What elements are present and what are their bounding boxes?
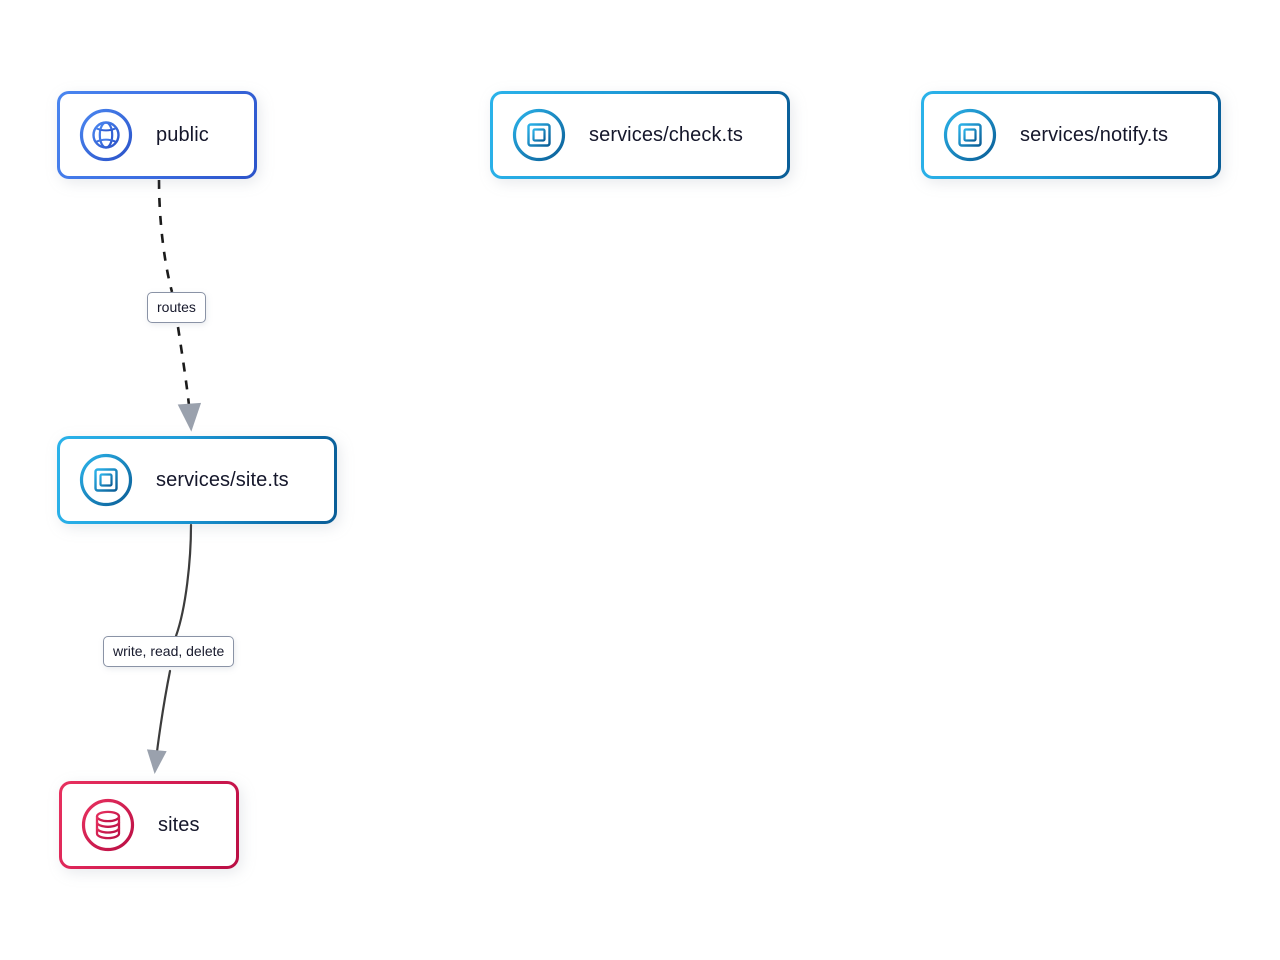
node-services-check-ts[interactable]: services/check.ts [490, 91, 790, 179]
edge-site-to-sites-upper [174, 523, 193, 638]
node-services-check-ts-label: services/check.ts [589, 123, 743, 146]
database-icon [81, 798, 135, 852]
node-services-notify-ts[interactable]: services/notify.ts [921, 91, 1221, 179]
edge-public-to-site-lower [176, 326, 202, 432]
node-sites-database-label: sites [158, 813, 200, 836]
node-sites-database[interactable]: sites [59, 781, 239, 869]
node-services-site-ts-label: services/site.ts [156, 468, 289, 491]
cpu-chip-icon [79, 453, 133, 507]
globe-icon [79, 108, 133, 162]
edge-label-routes: routes [147, 292, 206, 323]
node-services-notify-ts-label: services/notify.ts [1020, 123, 1169, 146]
edge-public-to-site-upper [157, 179, 174, 293]
node-public-label: public [156, 123, 209, 146]
edge-site-to-sites-lower [146, 669, 172, 774]
node-services-site-ts[interactable]: services/site.ts [57, 436, 337, 524]
edge-label-write-read-delete: write, read, delete [103, 636, 235, 667]
cpu-chip-icon [943, 108, 997, 162]
node-public[interactable]: public [57, 91, 257, 179]
cpu-chip-icon [512, 108, 566, 162]
